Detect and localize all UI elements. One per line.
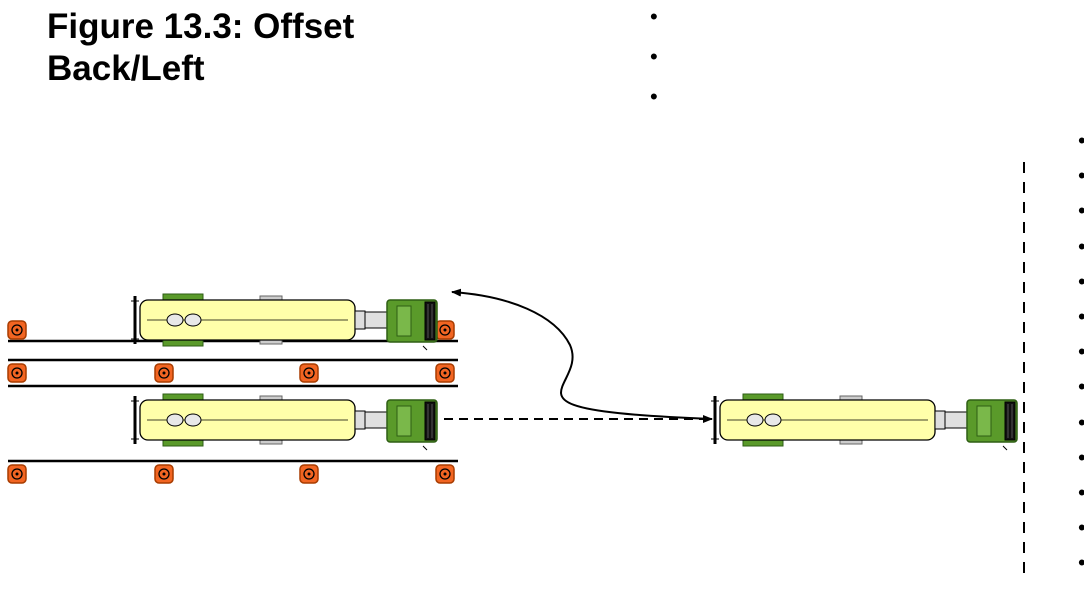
traffic-cone-icon: [7, 363, 27, 383]
traffic-cone-icon: [299, 464, 319, 484]
traffic-cone-icon: [154, 363, 174, 383]
bullet-mark: •: [1078, 517, 1084, 539]
bullet-mark: •: [1078, 411, 1084, 434]
curved-path-arrow: [451, 288, 713, 420]
tractor-trailer-icon: [709, 392, 1019, 452]
traffic-cone-icon: [7, 320, 27, 340]
bullet-mark: •: [1078, 376, 1084, 398]
bullet-mark: •: [1078, 270, 1084, 293]
traffic-cone-icon: [7, 464, 27, 484]
traffic-cone-icon: [299, 363, 319, 383]
figure-title: Figure 13.3: Offset Back/Left: [47, 6, 354, 90]
bullet-mark: •: [650, 4, 658, 29]
bullet-mark: •: [1078, 200, 1084, 222]
bullet-mark: •: [1078, 552, 1084, 574]
figure-title-line-2: Back/Left: [47, 49, 205, 88]
traffic-cone-icon: [435, 363, 455, 383]
bullet-mark: •: [1078, 130, 1084, 152]
bullet-mark: •: [1078, 235, 1084, 258]
bullet-mark: •: [1078, 165, 1084, 187]
figure-title-line-1: Figure 13.3: Offset: [47, 7, 355, 46]
bullet-mark: •: [1078, 446, 1084, 469]
bullet-mark: •: [1078, 341, 1084, 363]
bullet-mark: •: [1078, 482, 1084, 504]
traffic-cone-icon: [154, 464, 174, 484]
bullet-mark: •: [650, 44, 658, 69]
traffic-cone-icon: [435, 464, 455, 484]
tractor-trailer-icon: [129, 392, 439, 452]
bullet-mark: •: [1078, 306, 1084, 328]
traffic-cone-icon: [435, 320, 455, 340]
bullet-mark: •: [650, 84, 658, 109]
